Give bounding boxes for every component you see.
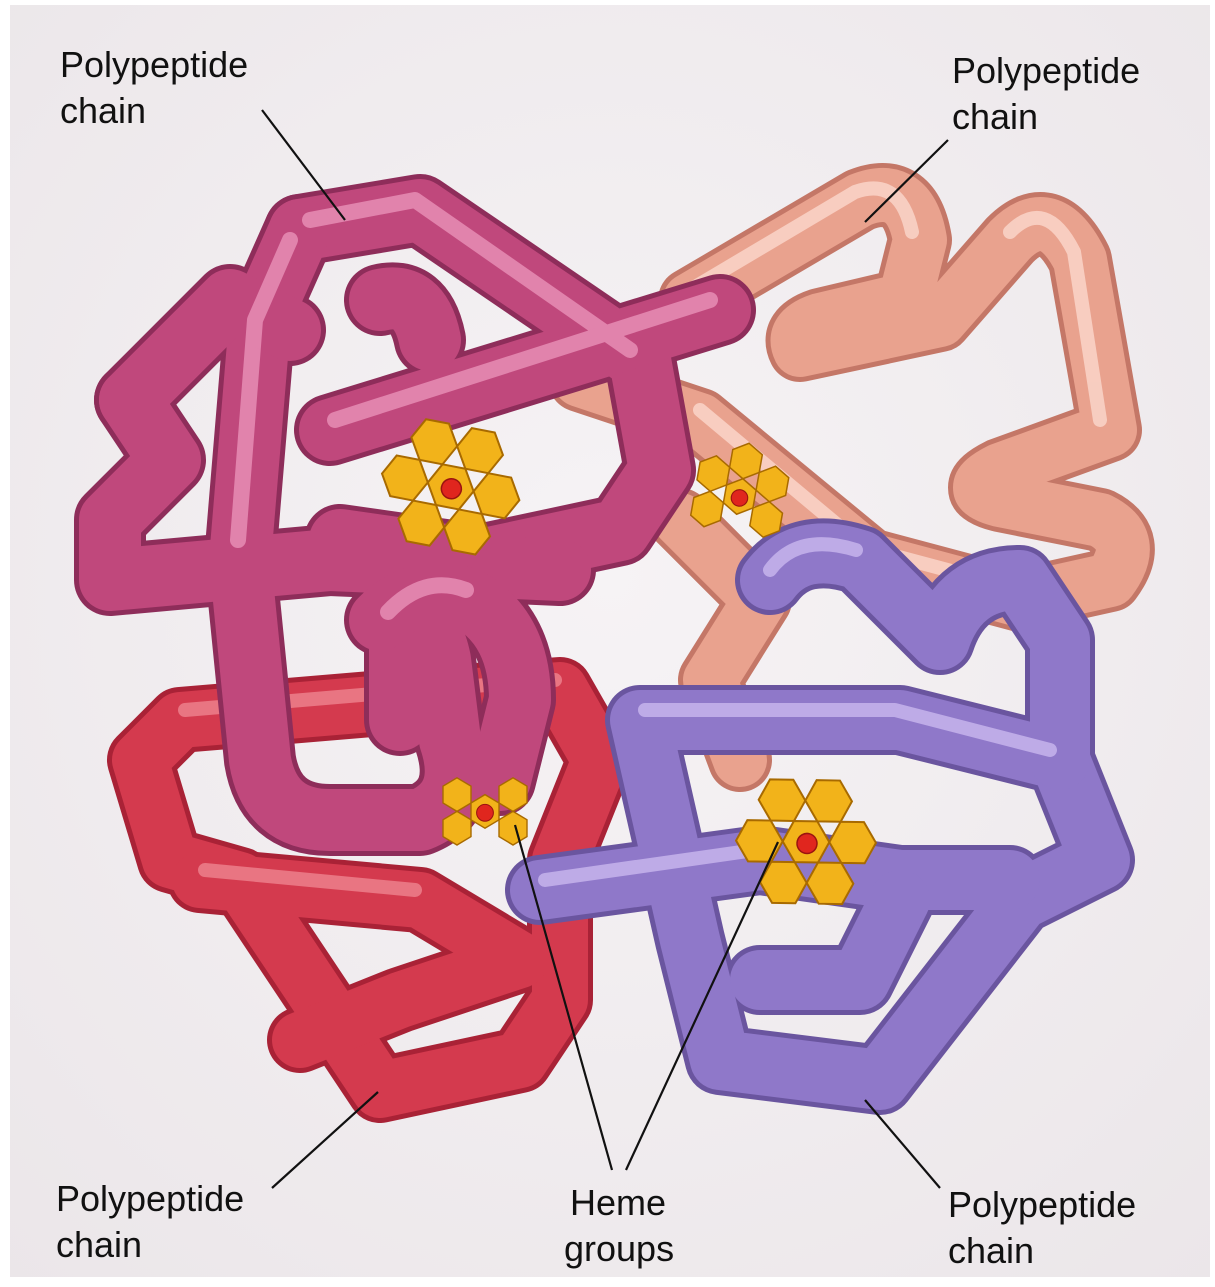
label-line: Polypeptide — [60, 42, 248, 88]
label-polypeptide-chain-bottom-right: Polypeptide chain — [948, 1182, 1136, 1274]
label-polypeptide-chain-top-left: Polypeptide chain — [60, 42, 248, 134]
label-line: groups — [564, 1226, 674, 1272]
label-line: Polypeptide — [952, 48, 1140, 94]
label-line: chain — [948, 1228, 1136, 1274]
label-line: Heme — [564, 1180, 674, 1226]
label-polypeptide-chain-top-right: Polypeptide chain — [952, 48, 1140, 140]
label-line: chain — [60, 88, 248, 134]
label-line: chain — [952, 94, 1140, 140]
label-polypeptide-chain-bottom-left: Polypeptide chain — [56, 1176, 244, 1268]
label-heme-groups: Heme groups — [564, 1180, 674, 1272]
label-line: Polypeptide — [56, 1176, 244, 1222]
label-line: Polypeptide — [948, 1182, 1136, 1228]
label-line: chain — [56, 1222, 244, 1268]
